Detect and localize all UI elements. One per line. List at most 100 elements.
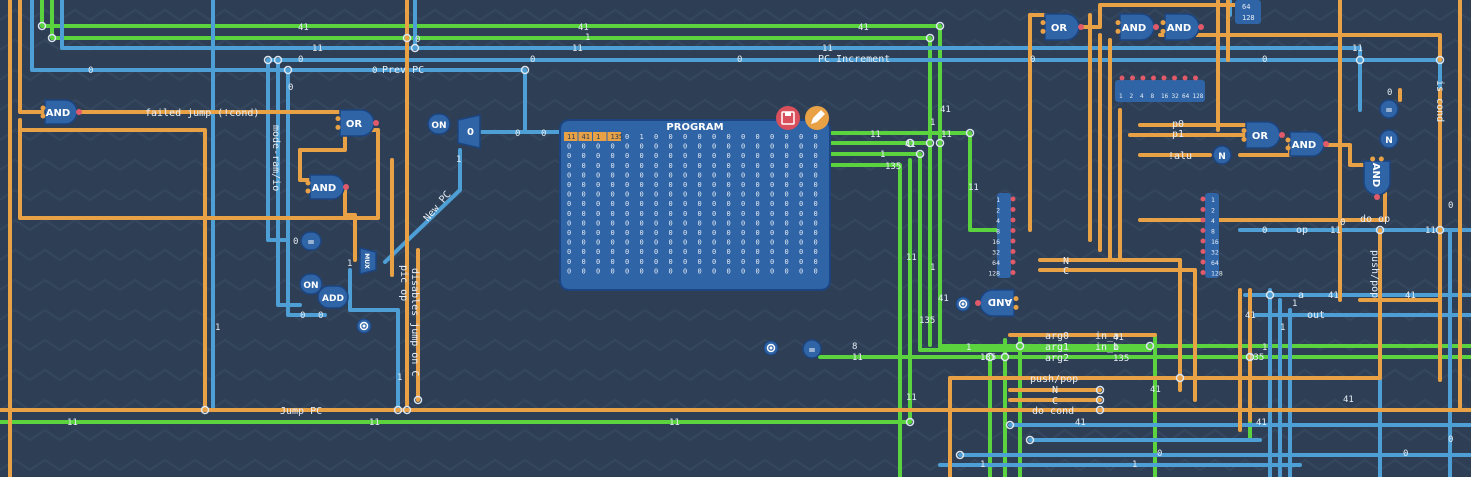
or-gate-2[interactable]: OR xyxy=(1040,13,1085,41)
wire-green[interactable] xyxy=(830,131,1002,232)
wire-value-label: 1 xyxy=(1292,299,1297,309)
wire-green[interactable] xyxy=(0,158,912,424)
and-gate-3[interactable]: AND xyxy=(1115,13,1160,41)
or-gate-1-label: OR xyxy=(346,119,363,130)
wire-value-label: 41 xyxy=(940,105,951,115)
wire-orange[interactable] xyxy=(18,118,380,220)
not-gate-2[interactable]: N xyxy=(1379,129,1399,149)
or-gate-3[interactable]: OR xyxy=(1241,121,1286,149)
junction-dot xyxy=(410,43,420,53)
wire-orange[interactable] xyxy=(1038,258,1182,392)
junction-dot xyxy=(915,149,925,159)
junction-dot xyxy=(1435,225,1445,235)
wire-orange[interactable] xyxy=(343,185,357,262)
label-pic-op: pic op xyxy=(398,265,409,301)
mux-component[interactable]: MUX xyxy=(359,247,377,275)
program-cell: 0 xyxy=(654,210,658,218)
wire-orange[interactable] xyxy=(1138,188,1387,222)
and-gate-3-label: AND xyxy=(1122,23,1146,34)
program-cell: 0 xyxy=(611,267,615,275)
not-gate-1[interactable]: N xyxy=(1212,145,1232,165)
wire-value-label: 1 xyxy=(1280,323,1285,333)
wire-orange[interactable] xyxy=(1038,268,1197,402)
wire-value-label: 1 xyxy=(1132,460,1137,470)
wire-value-label: 0 xyxy=(415,35,420,45)
program-cell: 0 xyxy=(785,267,789,275)
decoder-bit-label: 8 xyxy=(1211,228,1215,236)
wire-blue[interactable] xyxy=(286,68,327,317)
wire-green[interactable] xyxy=(50,0,932,347)
program-cell: 0 xyxy=(669,229,673,237)
edit-button[interactable] xyxy=(805,106,829,130)
program-cell: 0 xyxy=(683,210,687,218)
junction-dot xyxy=(925,33,935,43)
wire-blue[interactable] xyxy=(211,0,400,412)
wire-blue[interactable] xyxy=(383,148,462,264)
program-cell: 0 xyxy=(669,258,673,266)
wire-value-label: 135 xyxy=(1113,354,1129,364)
program-cell: 0 xyxy=(698,219,702,227)
junction-dot xyxy=(47,33,57,43)
pc-register[interactable]: 0 xyxy=(457,114,481,149)
on-switch-1[interactable]: ON xyxy=(427,113,451,135)
program-cell: 0 xyxy=(625,210,629,218)
delete-button[interactable] xyxy=(776,106,800,130)
program-cell: 0 xyxy=(567,210,571,218)
program-cell: 0 xyxy=(799,200,803,208)
program-cell: 0 xyxy=(567,143,571,151)
wire-orange[interactable] xyxy=(18,128,207,412)
on-switch-2[interactable]: ON xyxy=(299,273,323,295)
wire-green[interactable] xyxy=(830,163,902,477)
program-cell: 0 xyxy=(640,248,644,256)
program-cell: 0 xyxy=(669,267,673,275)
io-pin[interactable] xyxy=(356,318,372,334)
and-gate-5-label: AND xyxy=(1292,140,1316,151)
equal-gate-1[interactable]: = xyxy=(300,231,322,251)
program-cell: 0 xyxy=(669,239,673,247)
wire-blue[interactable] xyxy=(276,58,302,307)
label-c-2: C xyxy=(1052,396,1058,407)
add-gate[interactable]: ADD xyxy=(317,285,349,309)
program-cell: 0 xyxy=(611,239,615,247)
program-cell: 0 xyxy=(698,133,702,141)
io-pin[interactable] xyxy=(955,296,971,312)
program-cell: 0 xyxy=(654,258,658,266)
program-cell: 0 xyxy=(611,229,615,237)
wire-value-label: 11 xyxy=(67,418,78,428)
wire-orange[interactable] xyxy=(948,228,1382,380)
program-cell: 0 xyxy=(625,267,629,275)
io-pin[interactable] xyxy=(763,340,779,356)
wire-orange[interactable] xyxy=(1318,143,1372,167)
equal-gate-3[interactable]: = xyxy=(1379,99,1399,119)
and-gate-5[interactable]: AND xyxy=(1285,131,1330,157)
junction-dot xyxy=(273,55,283,65)
and-gate-1[interactable]: AND xyxy=(40,99,83,125)
byte-input-topright[interactable]: 64 128 xyxy=(1235,0,1261,24)
wire-green[interactable] xyxy=(40,0,942,352)
wire-blue[interactable] xyxy=(60,0,1362,112)
wire-value-label: 1 xyxy=(215,323,220,333)
and-gate-4[interactable]: AND xyxy=(1160,13,1205,41)
wire-value-label: 0 xyxy=(1340,218,1345,228)
program-cell: 0 xyxy=(611,191,615,199)
or-gate-1[interactable]: OR xyxy=(335,109,380,137)
program-cell: 0 xyxy=(567,229,571,237)
decoder-bit-label: 16 xyxy=(1211,238,1219,246)
wire-orange[interactable] xyxy=(298,148,312,182)
program-cell: 0 xyxy=(799,267,803,275)
program-cell: 0 xyxy=(698,162,702,170)
wire-orange[interactable] xyxy=(18,0,47,114)
and-gate-6[interactable]: AND xyxy=(975,289,1019,317)
wire-green[interactable] xyxy=(830,152,1152,352)
wire-value-label: 11 xyxy=(369,418,380,428)
and-gate-2[interactable]: AND xyxy=(305,174,350,200)
and-gate-7[interactable]: AND xyxy=(1363,156,1391,201)
equal-gate-2[interactable]: = xyxy=(802,339,822,359)
wire-orange[interactable] xyxy=(1158,33,1442,62)
